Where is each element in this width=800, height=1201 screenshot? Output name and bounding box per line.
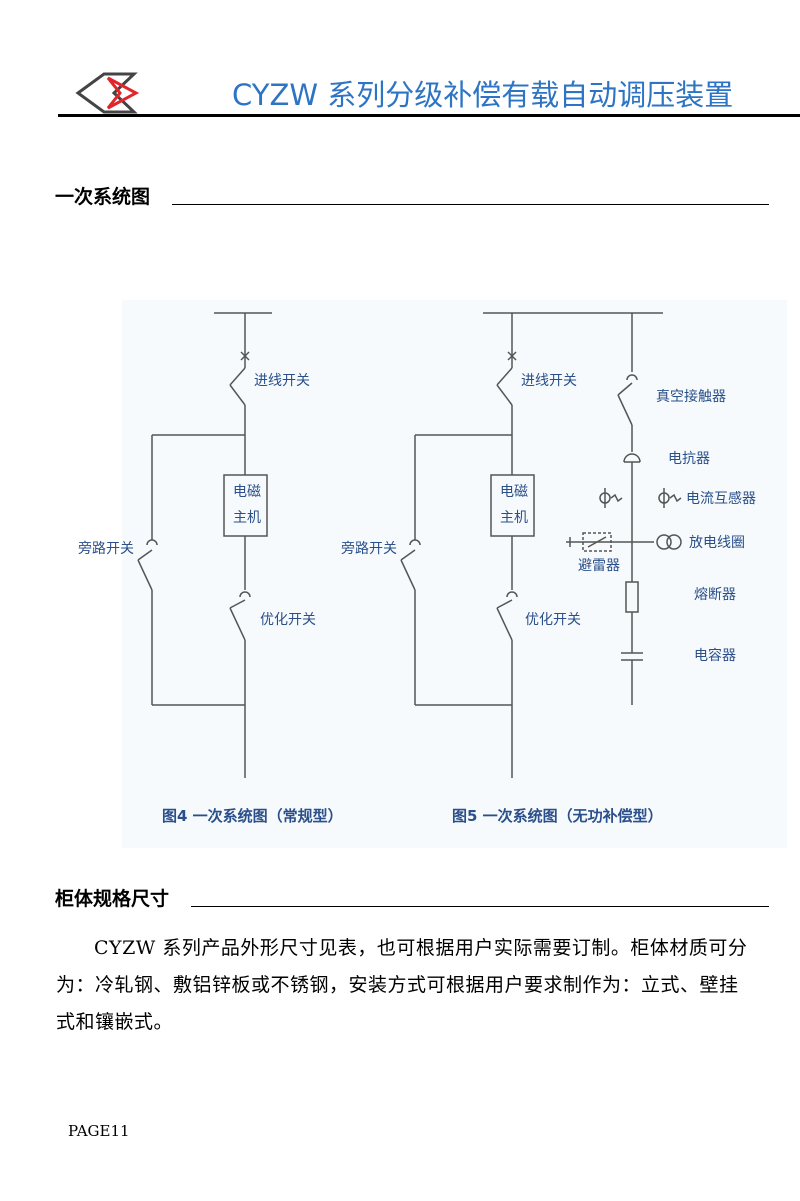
fig5-label-discharge-coil: 放电线圈 — [689, 535, 745, 551]
fig5-label-vacuum-contactor: 真空接触器 — [656, 388, 726, 405]
fig4-label-main-line2: 主机 — [233, 510, 261, 526]
fig5-label-bypass-switch: 旁路开关 — [341, 540, 397, 557]
section-rule — [172, 204, 769, 205]
system-diagrams: 进线开关 电磁 主机 旁路开关 优化开关 图4 一次系统图（常规型） 进线开关 … — [78, 312, 756, 825]
header-rule — [58, 114, 800, 117]
fig5-label-main-line1: 电磁 — [500, 484, 528, 500]
fig5-label-fuse: 熔断器 — [694, 587, 736, 603]
cabinet-description: CYZW 系列产品外形尺寸见表，也可根据用户实际需要订制。柜体材质可分 为：冷轧… — [56, 937, 748, 1033]
fig4-label-incoming-switch: 进线开关 — [254, 373, 310, 389]
fig5-label-main-line2: 主机 — [500, 510, 528, 526]
fig4-label-bypass-switch: 旁路开关 — [78, 540, 134, 557]
figure-panel — [122, 300, 787, 848]
company-logo-icon — [75, 72, 140, 114]
page-number: PAGE11 — [68, 1122, 130, 1140]
section-rule — [191, 906, 769, 907]
fig5-label-incoming-switch: 进线开关 — [521, 373, 577, 389]
fig4-label-main-line1: 电磁 — [233, 484, 261, 500]
fig5-label-reactor: 电抗器 — [668, 451, 710, 467]
section-title-primary-system: 一次系统图 — [55, 186, 151, 208]
fig5-label-optimize-switch: 优化开关 — [525, 612, 581, 628]
fig5-label-arrester: 避雷器 — [578, 558, 620, 574]
fig5-caption: 图5 一次系统图（无功补偿型） — [452, 807, 663, 825]
fig4-label-optimize-switch: 优化开关 — [260, 612, 316, 628]
fig5-label-capacitor: 电容器 — [694, 647, 736, 664]
section-title-cabinet-size: 柜体规格尺寸 — [55, 888, 170, 910]
fig5-label-current-transformer: 电流互感器 — [686, 490, 756, 507]
header-title: CYZW 系列分级补偿有载自动调压装置 — [232, 78, 734, 112]
fig4-caption: 图4 一次系统图（常规型） — [162, 807, 343, 825]
